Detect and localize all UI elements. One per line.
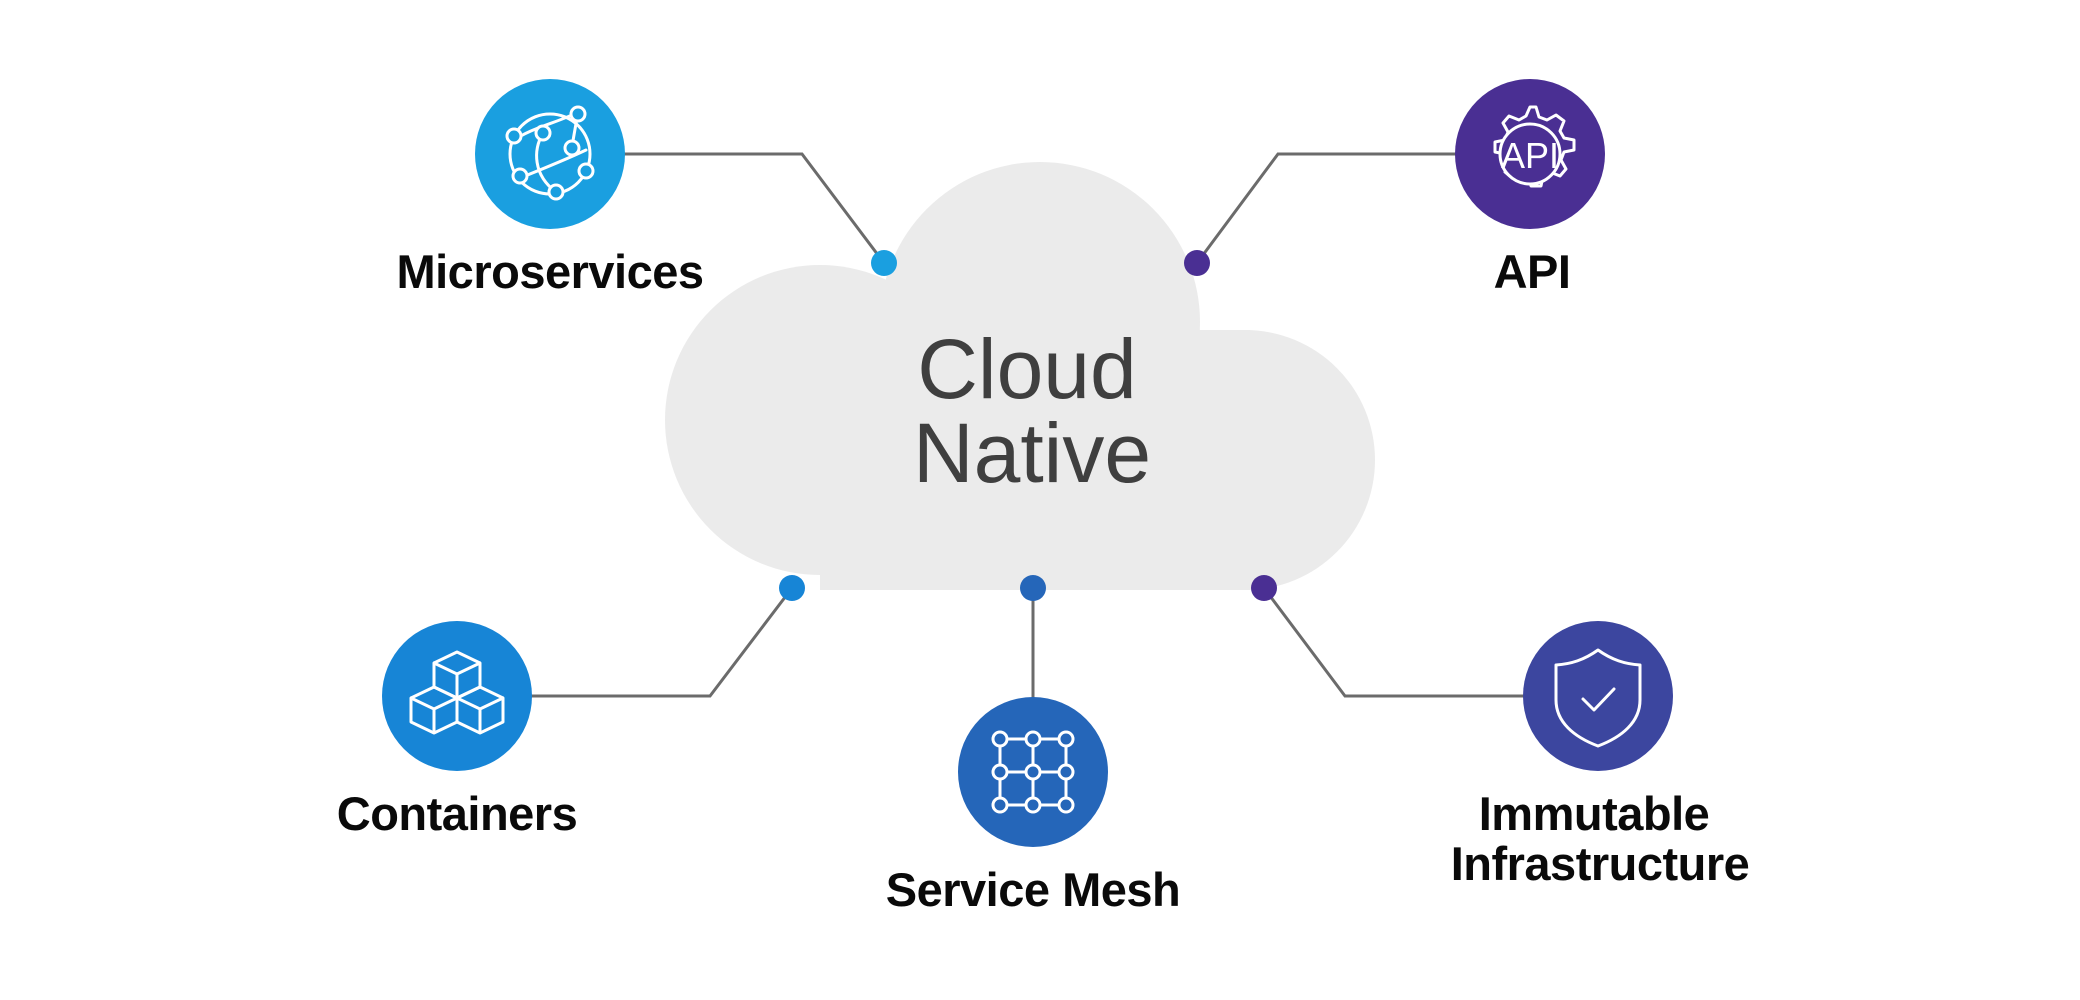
immutable-label-line2: Infrastructure [1451, 837, 1750, 890]
shield-check-icon [1554, 648, 1642, 748]
center-title-line1: Cloud [917, 322, 1136, 416]
node-api[interactable]: API API [1455, 79, 1605, 298]
api-icon-text: API [1501, 135, 1559, 176]
service-mesh-label: Service Mesh [886, 863, 1180, 916]
node-service-mesh[interactable]: Service Mesh [886, 697, 1181, 916]
connector-containers [530, 587, 794, 698]
dot-microservices [871, 250, 897, 276]
dot-immutable [1251, 575, 1277, 601]
containers-label: Containers [337, 787, 578, 840]
microservices-circle [475, 79, 625, 229]
connector-microservices [622, 152, 886, 264]
cloud-shape [665, 162, 1375, 590]
cubes-icon [409, 650, 505, 735]
dot-containers [779, 575, 805, 601]
node-containers[interactable]: Containers [337, 621, 578, 840]
immutable-circle [1523, 621, 1673, 771]
api-label: API [1494, 245, 1571, 298]
node-microservices[interactable]: Microservices [396, 79, 704, 298]
api-gear-icon: API [1493, 105, 1576, 188]
immutable-label-line1: Immutable [1479, 787, 1710, 840]
mesh-grid-icon [991, 730, 1075, 814]
node-immutable-infrastructure[interactable]: Immutable Infrastructure [1451, 621, 1750, 890]
connector-api [1195, 152, 1458, 264]
dot-api [1184, 250, 1210, 276]
network-globe-icon [505, 105, 595, 201]
dot-service-mesh [1020, 575, 1046, 601]
connector-immutable [1262, 587, 1525, 698]
microservices-label: Microservices [396, 245, 703, 298]
center-title-line2: Native [913, 406, 1151, 500]
